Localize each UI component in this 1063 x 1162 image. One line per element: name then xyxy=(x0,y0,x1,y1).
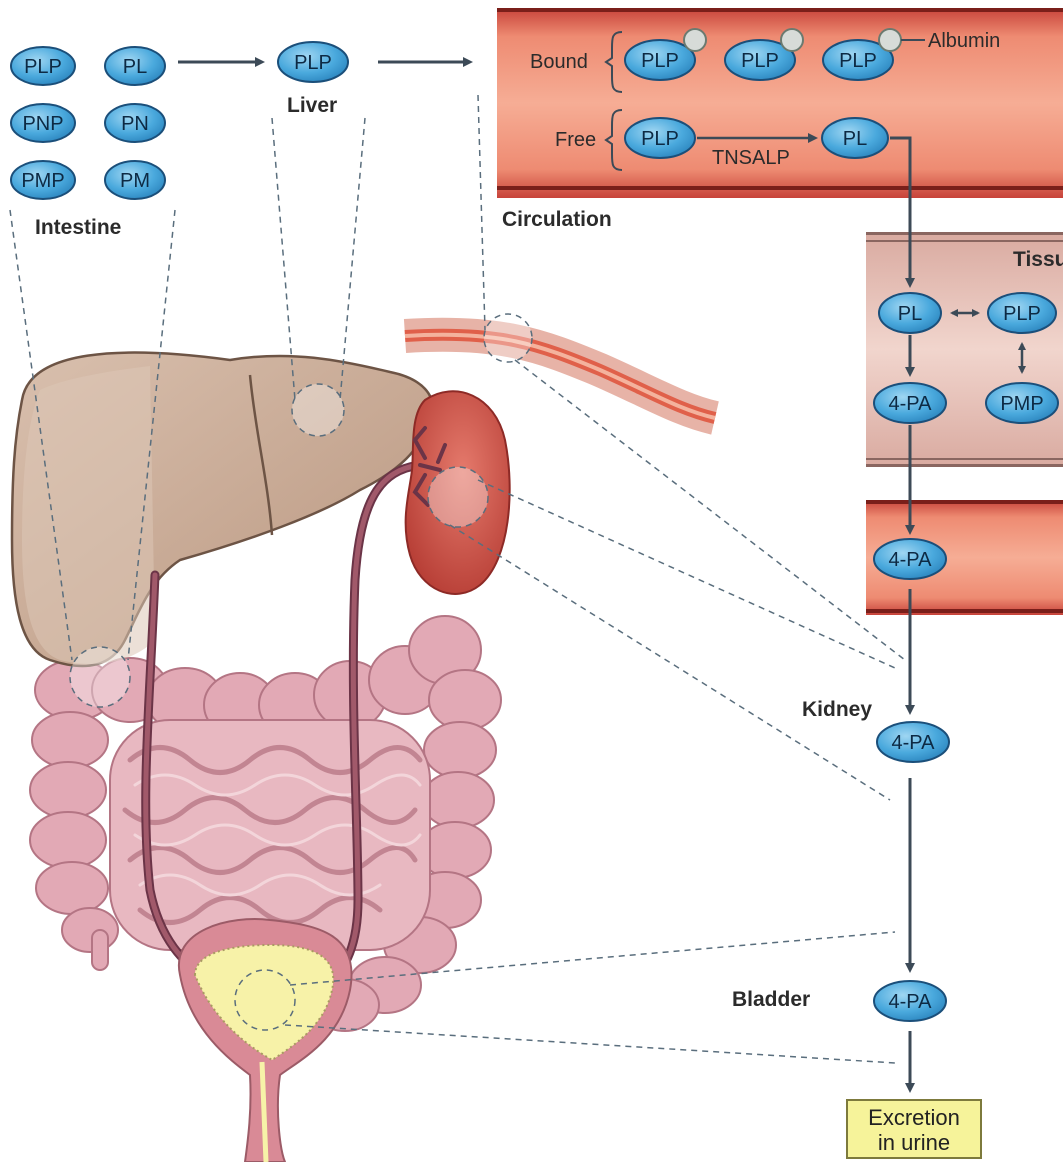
kidney-4pa: 4-PA xyxy=(877,722,949,762)
svg-text:4-PA: 4-PA xyxy=(889,549,933,571)
svg-text:PMP: PMP xyxy=(1000,393,1043,415)
anatomy-illustration xyxy=(12,335,715,1162)
svg-text:4-PA: 4-PA xyxy=(889,991,933,1013)
circulation-label: Circulation xyxy=(502,208,612,231)
free-plp: PLP xyxy=(625,118,695,158)
circulation-pl: PL xyxy=(822,118,888,158)
tissue-pmp: PMP xyxy=(986,383,1058,423)
intestine-pmp: PMP xyxy=(11,161,75,199)
tissue-plp: PLP xyxy=(988,293,1056,333)
intestine-pn: PN xyxy=(105,104,165,142)
svg-text:PNP: PNP xyxy=(22,113,63,135)
svg-text:PLP: PLP xyxy=(1003,303,1041,325)
tissue-label: Tissue xyxy=(1013,248,1063,271)
intestine-label: Intestine xyxy=(35,216,121,239)
excretion-box: Excretion in urine xyxy=(847,1100,981,1158)
svg-text:PN: PN xyxy=(121,113,149,135)
bound-label: Bound xyxy=(530,51,588,73)
tissue-4pa: 4-PA xyxy=(874,383,946,423)
kidney-label: Kidney xyxy=(802,698,872,721)
excretion-line1: Excretion xyxy=(868,1105,960,1130)
bound-plp-1-label: PLP xyxy=(641,50,679,72)
intestine-pnp: PNP xyxy=(11,104,75,142)
svg-text:PM: PM xyxy=(120,170,150,192)
bladder-4pa: 4-PA xyxy=(874,981,946,1021)
svg-text:4-PA: 4-PA xyxy=(889,393,933,415)
svg-text:PLP: PLP xyxy=(24,56,62,78)
liver-label: Liver xyxy=(287,94,337,117)
intestine-molecules: PLP PL PNP PN PMP PM xyxy=(11,47,165,199)
svg-text:4-PA: 4-PA xyxy=(892,732,936,754)
liver-plp: PLP xyxy=(278,42,348,82)
intestine-pl: PL xyxy=(105,47,165,85)
liver-plp-label: PLP xyxy=(294,52,332,74)
bladder-label: Bladder xyxy=(732,988,810,1011)
intestine-pm: PM xyxy=(105,161,165,199)
intestine-plp: PLP xyxy=(11,47,75,85)
excretion-line2: in urine xyxy=(878,1130,950,1155)
svg-text:PL: PL xyxy=(898,303,922,325)
circulation-pl-label: PL xyxy=(843,128,867,150)
bladder-organ xyxy=(179,919,352,1162)
svg-text:PL: PL xyxy=(123,56,147,78)
bound-plp-2-label: PLP xyxy=(741,50,779,72)
albumin-marker-3 xyxy=(879,29,901,51)
bound-plp-3-label: PLP xyxy=(839,50,877,72)
svg-text:PMP: PMP xyxy=(21,170,64,192)
albumin-label: Albumin xyxy=(928,30,1000,52)
albumin-marker-2 xyxy=(781,29,803,51)
free-label: Free xyxy=(555,129,596,151)
free-plp-label: PLP xyxy=(641,128,679,150)
albumin-marker-1 xyxy=(684,29,706,51)
tnsalp-label: TNSALP xyxy=(712,147,790,169)
vessel-4pa: 4-PA xyxy=(874,539,946,579)
tissue-pl: PL xyxy=(879,293,941,333)
